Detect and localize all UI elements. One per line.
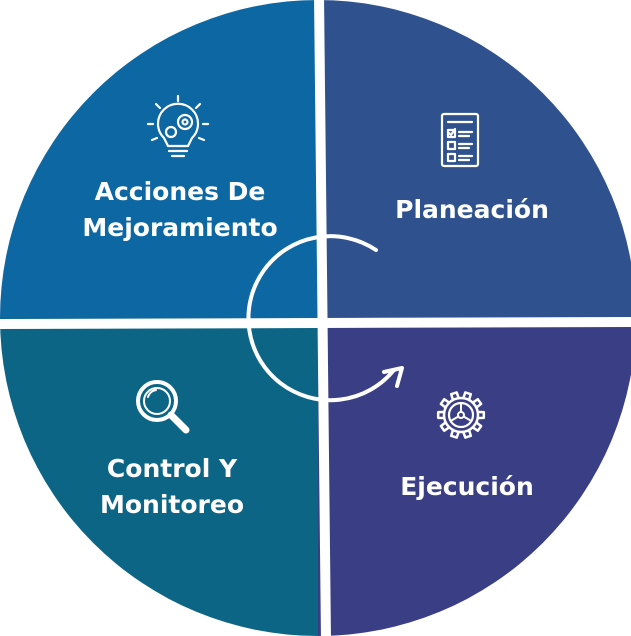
label-acciones-line2: Mejoramiento xyxy=(82,213,277,242)
lightbulb-gears-icon xyxy=(146,94,210,158)
gear-icon xyxy=(436,391,486,439)
label-acciones-line1: Acciones De xyxy=(95,177,266,206)
label-control-line1: Control Y xyxy=(107,454,238,483)
gear-tooth xyxy=(462,391,473,402)
gear-tooth xyxy=(439,421,451,432)
gear-tooth xyxy=(471,421,483,432)
magnifier-icon xyxy=(136,380,190,434)
gear-tooth xyxy=(462,428,473,439)
label-control-line2: Monitoreo xyxy=(100,490,244,519)
quadrant-planeacion xyxy=(318,0,631,318)
gear-tooth xyxy=(436,410,446,420)
quadrant-acciones-de-mejoramiento xyxy=(0,0,318,318)
label-ejecucion: Ejecución xyxy=(400,472,534,501)
label-planeacion: Planeación xyxy=(395,195,549,224)
circular-arrow-icon xyxy=(246,234,404,403)
gear-tooth xyxy=(449,428,460,439)
gear-tooth xyxy=(471,398,483,409)
gear-tooth xyxy=(439,398,451,409)
checklist-icon xyxy=(440,112,480,168)
gear-tooth xyxy=(449,391,460,402)
gear-tooth xyxy=(476,410,486,420)
divider-horizontal xyxy=(0,317,631,329)
